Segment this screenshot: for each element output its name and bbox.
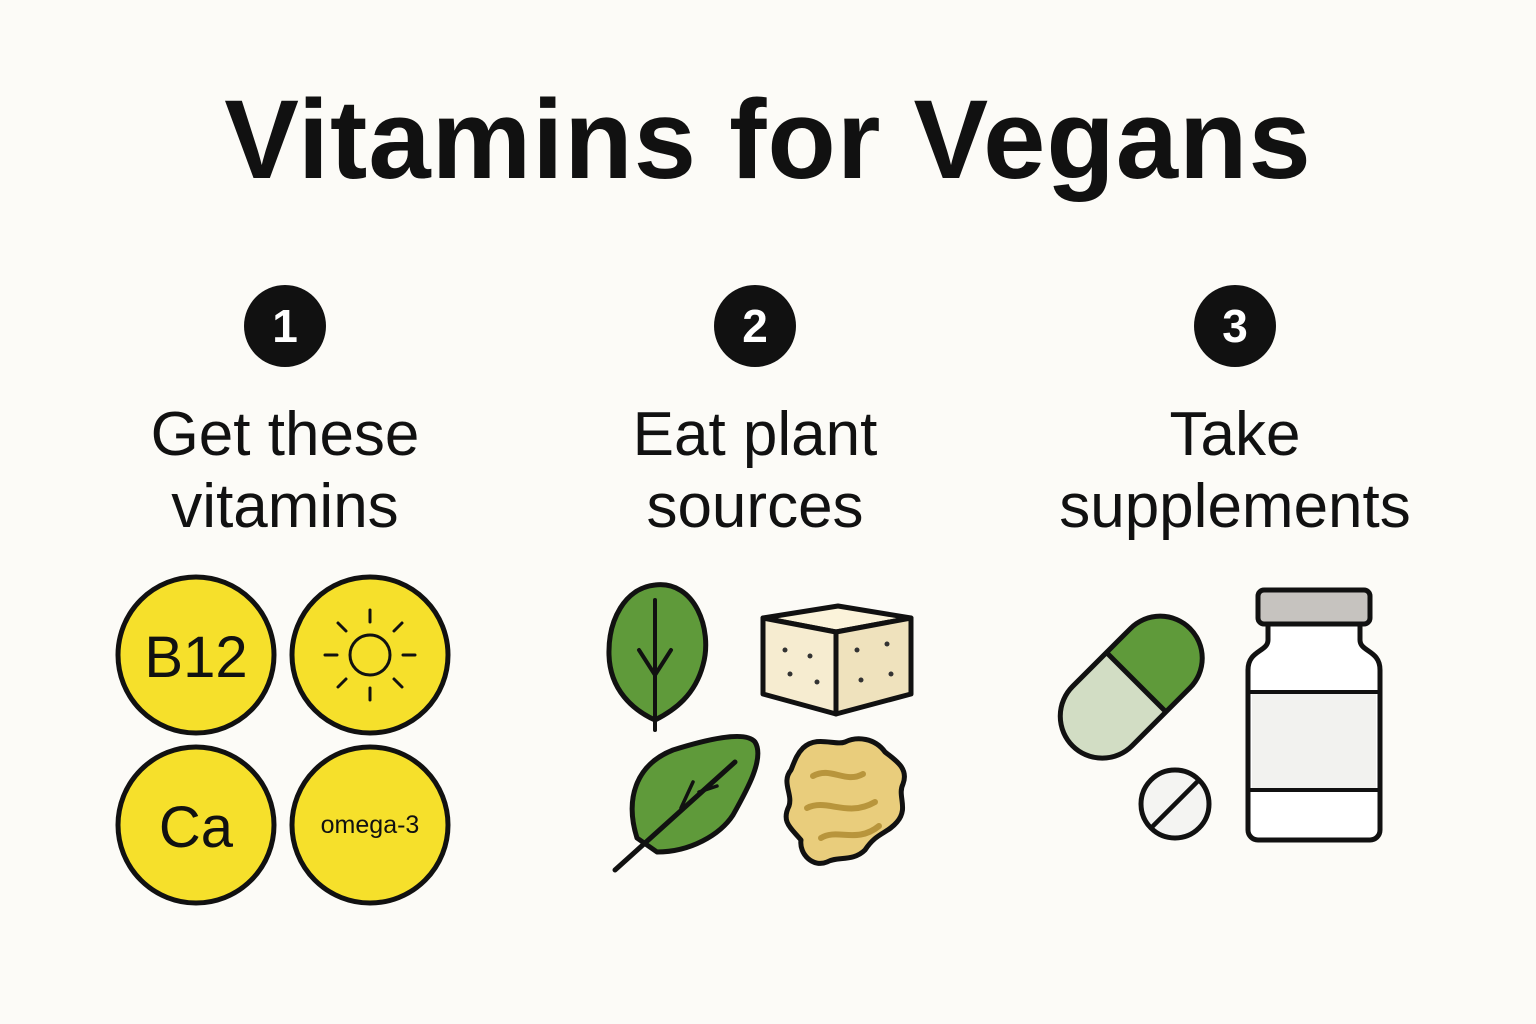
step-3: 3 Take supplements xyxy=(995,285,1475,543)
step-title-line-2: sources xyxy=(646,472,864,541)
plant-sources-illustration xyxy=(606,582,914,873)
vitamin-label: B12 xyxy=(144,625,247,690)
step-1: 1 Get these vitamins xyxy=(45,285,525,543)
tofu-icon xyxy=(760,603,914,717)
step-title-line-1: Get these xyxy=(150,400,420,469)
step-number-badge: 1 xyxy=(244,285,326,367)
sun-icon xyxy=(323,608,417,702)
step-title: Get these vitamins xyxy=(45,399,525,543)
tablet-icon xyxy=(1138,767,1212,841)
vitamin-omega3-circle: omega-3 xyxy=(289,744,451,906)
page-title: Vitamins for Vegans xyxy=(224,77,1312,202)
vitamin-ca-circle: Ca xyxy=(115,744,277,906)
spinach-leaf-icon xyxy=(612,734,761,873)
step-title: Take supplements xyxy=(995,399,1475,543)
walnut-icon xyxy=(783,736,907,866)
vitamin-b12-circle: B12 xyxy=(115,574,277,736)
step-number-badge: 2 xyxy=(714,285,796,367)
step-title-line-2: supplements xyxy=(1059,472,1411,541)
step-title: Eat plant sources xyxy=(515,399,995,543)
step-title-line-1: Eat plant xyxy=(632,400,878,469)
vitamin-d-circle xyxy=(289,574,451,736)
step-title-line-2: vitamins xyxy=(171,472,399,541)
step-title-line-1: Take xyxy=(1169,400,1301,469)
leaf-icon xyxy=(606,582,709,732)
supplement-bottle-icon xyxy=(1245,587,1383,843)
capsule-icon xyxy=(1057,613,1205,761)
supplements-illustration xyxy=(1057,587,1383,843)
step-number-badge: 3 xyxy=(1194,285,1276,367)
step-2: 2 Eat plant sources xyxy=(515,285,995,543)
vitamin-label: omega-3 xyxy=(321,811,420,839)
vitamins-illustration: B12 Ca omega-3 xyxy=(115,574,451,906)
vitamin-label: Ca xyxy=(159,795,234,860)
